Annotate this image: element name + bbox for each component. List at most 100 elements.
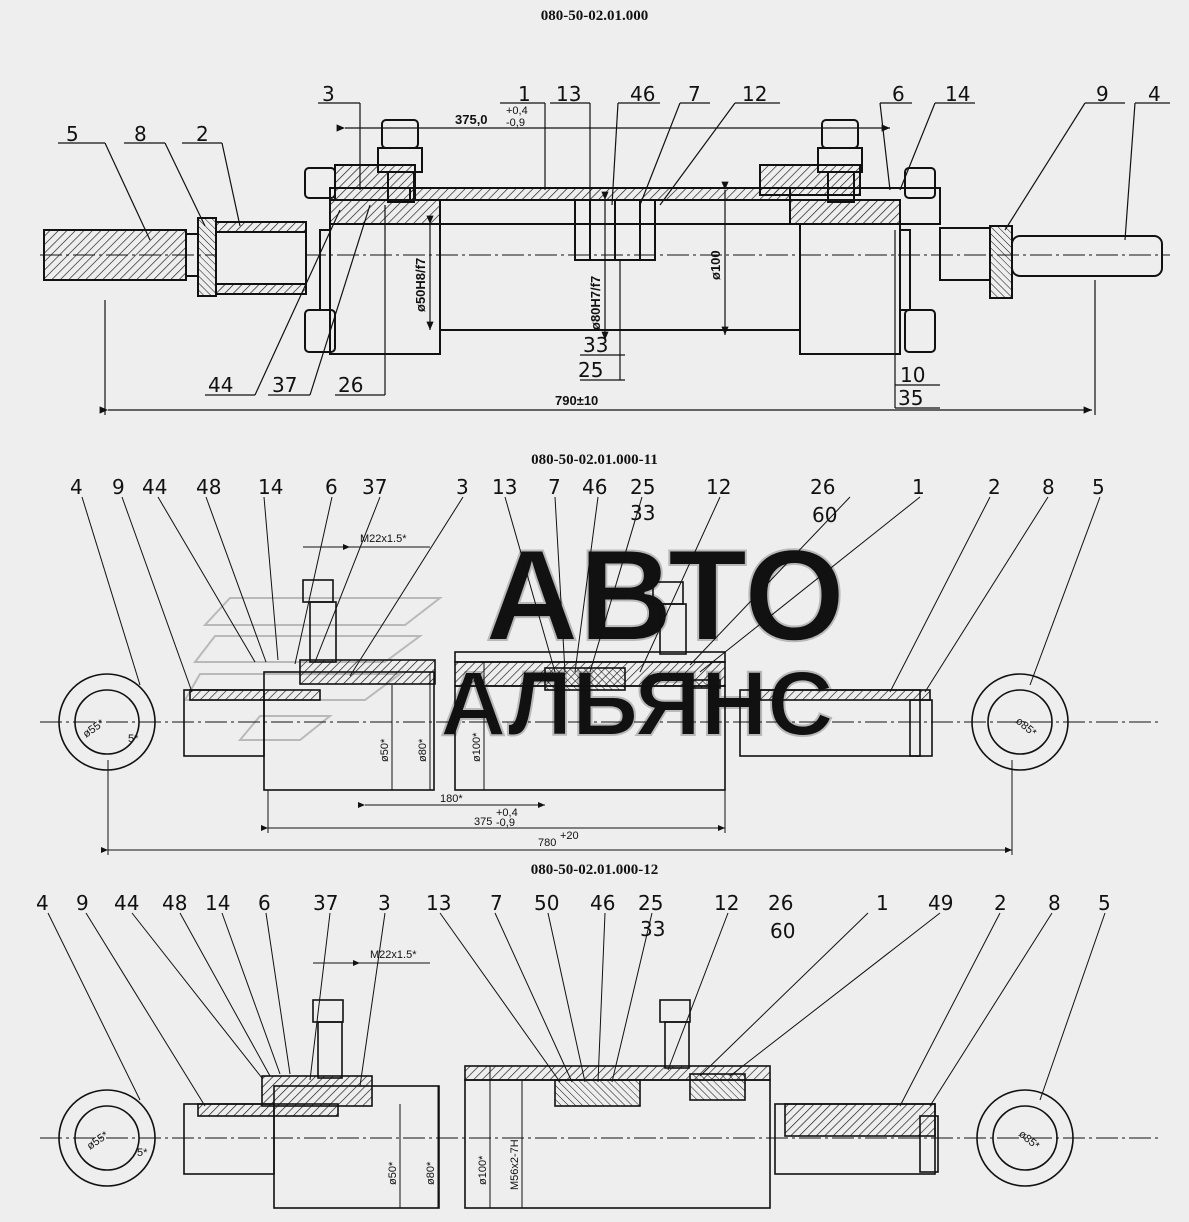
v2-dim-eye-left-small: 5* (128, 733, 139, 745)
v2-dim-rod: ø50* (379, 738, 391, 762)
v1-callout-5: 5 (66, 122, 79, 146)
v3-callout-46: 46 (590, 891, 615, 915)
v3-callout-2: 2 (994, 891, 1007, 915)
v3-dim-eye-left: ø55* (85, 1129, 112, 1153)
v2-dim-eye-left: ø55* (81, 717, 108, 741)
v1-dim-stroke-tol-dn: -0,9 (506, 117, 525, 129)
v1-callout-46: 46 (630, 82, 655, 106)
v3-callout-37: 37 (313, 891, 338, 915)
v2-callout-13: 13 (492, 475, 517, 499)
v2-dim-piston: ø80* (417, 738, 429, 762)
v2-dim-thread: M22x1.5* (360, 533, 407, 545)
v1-callout-13: 13 (556, 82, 581, 106)
v1-callout-44: 44 (208, 373, 233, 397)
v3-callout-14: 14 (205, 891, 230, 915)
v1-callout-14: 14 (945, 82, 970, 106)
v1-dim-bore: ø100 (708, 250, 723, 280)
v3-callout-6: 6 (258, 891, 271, 915)
v3-callout-4: 4 (36, 891, 49, 915)
v3-boxed-33: 33 (640, 917, 665, 941)
v1-boxed-10: 10 (900, 363, 925, 387)
v1-callout-7: 7 (688, 82, 701, 106)
v2-callout-44: 44 (142, 475, 167, 499)
v2-callout-37: 37 (362, 475, 387, 499)
v1-callout-12: 12 (742, 82, 767, 106)
v3-callout-48: 48 (162, 891, 187, 915)
v1-dim-overall: 790±10 (555, 393, 598, 408)
v1-callout-37: 37 (272, 373, 297, 397)
v2-dim-bore: ø100* (471, 732, 483, 762)
v3-callout-49: 49 (928, 891, 953, 915)
v2-callout-8: 8 (1042, 475, 1055, 499)
view2-leaders (81, 496, 1101, 855)
view3-labels: 4 9 44 48 14 6 37 3 13 7 50 46 25 12 26 … (36, 891, 1111, 1190)
v3-dim-piston: ø80* (425, 1161, 437, 1185)
title-view3: 080-50-02.01.000-12 (530, 862, 659, 878)
v3-callout-26: 26 (768, 891, 793, 915)
v2-dim-stroke-tol-up: +0,4 (496, 807, 518, 819)
v2-callout-5: 5 (1092, 475, 1105, 499)
v1-callout-1: 1 (518, 82, 531, 106)
v2-callout-9: 9 (112, 475, 125, 499)
v3-callout-12: 12 (714, 891, 739, 915)
v1-callout-26: 26 (338, 373, 363, 397)
v2-boxed-60: 60 (812, 503, 837, 527)
v3-callout-7: 7 (490, 891, 503, 915)
v1-dim-rod: ø50H8/f7 (413, 258, 428, 312)
v2-callout-12: 12 (706, 475, 731, 499)
v2-callout-26: 26 (810, 475, 835, 499)
v1-dim-piston: ø80H7/f7 (588, 276, 603, 330)
v2-callout-6: 6 (325, 475, 338, 499)
title-view1: 080-50-02.01.000 (540, 8, 649, 24)
v3-dim-thread: M22x1.5* (370, 949, 417, 961)
view3-cylinder (40, 999, 1160, 1209)
v3-callout-50: 50 (534, 891, 559, 915)
v3-dim-eye-left-small: 5* (137, 1147, 148, 1159)
v3-callout-1: 1 (876, 891, 889, 915)
v3-boxed-60: 60 (770, 919, 795, 943)
v3-callout-44: 44 (114, 891, 139, 915)
v2-callout-1: 1 (912, 475, 925, 499)
view3-leaders (47, 912, 1106, 1208)
view1-leaders (58, 102, 1170, 415)
v1-boxed-33: 33 (583, 333, 608, 357)
v1-callout-3: 3 (322, 82, 335, 106)
v3-callout-8: 8 (1048, 891, 1061, 915)
v3-callout-3: 3 (378, 891, 391, 915)
v2-callout-48: 48 (196, 475, 221, 499)
v1-callout-8: 8 (134, 122, 147, 146)
watermark-line1: АВТО (485, 522, 845, 668)
v1-dim-stroke-tol-up: +0,4 (506, 105, 528, 117)
v1-callout-9: 9 (1096, 82, 1109, 106)
v2-callout-25: 25 (630, 475, 655, 499)
v3-callout-25: 25 (638, 891, 663, 915)
v3-callout-13: 13 (426, 891, 451, 915)
v2-dim-eye-right: ø85* (1013, 715, 1039, 740)
v2-dim-stroke-tol-dn: -0,9 (496, 817, 515, 829)
v2-dim-180: 180* (440, 793, 463, 805)
v2-callout-46: 46 (582, 475, 607, 499)
watermark: АВТО АЛЬЯНС (183, 521, 846, 756)
view2-labels: 4 9 44 48 14 6 37 3 13 7 46 25 12 26 1 2… (70, 475, 1105, 849)
v2-dim-overall: 780 (538, 837, 556, 849)
v2-callout-7: 7 (548, 475, 561, 499)
v3-callout-9: 9 (76, 891, 89, 915)
v1-dim-stroke: 375,0 (455, 112, 488, 127)
v1-callout-4: 4 (1148, 82, 1161, 106)
v2-dim-overall-tol: +20 (560, 830, 579, 842)
v3-dim-bore: ø100* (477, 1155, 489, 1185)
view1-labels: 5 8 2 3 1 13 46 7 12 6 14 9 4 44 37 26 3… (66, 82, 1161, 410)
v2-boxed-33: 33 (630, 501, 655, 525)
v1-boxed-25: 25 (578, 358, 603, 382)
title-view2: 080-50-02.01.000-11 (531, 452, 658, 468)
v3-dim-thread-big: M56x2-7H (509, 1139, 521, 1190)
v2-dim-stroke: 375 (474, 816, 492, 828)
v1-boxed-35: 35 (898, 386, 923, 410)
view2-cylinder (40, 579, 1160, 791)
v2-callout-2: 2 (988, 475, 1001, 499)
v3-dim-eye-right: ø85* (1016, 1128, 1042, 1153)
v3-dim-rod: ø50* (387, 1161, 399, 1185)
v2-callout-4: 4 (70, 475, 83, 499)
